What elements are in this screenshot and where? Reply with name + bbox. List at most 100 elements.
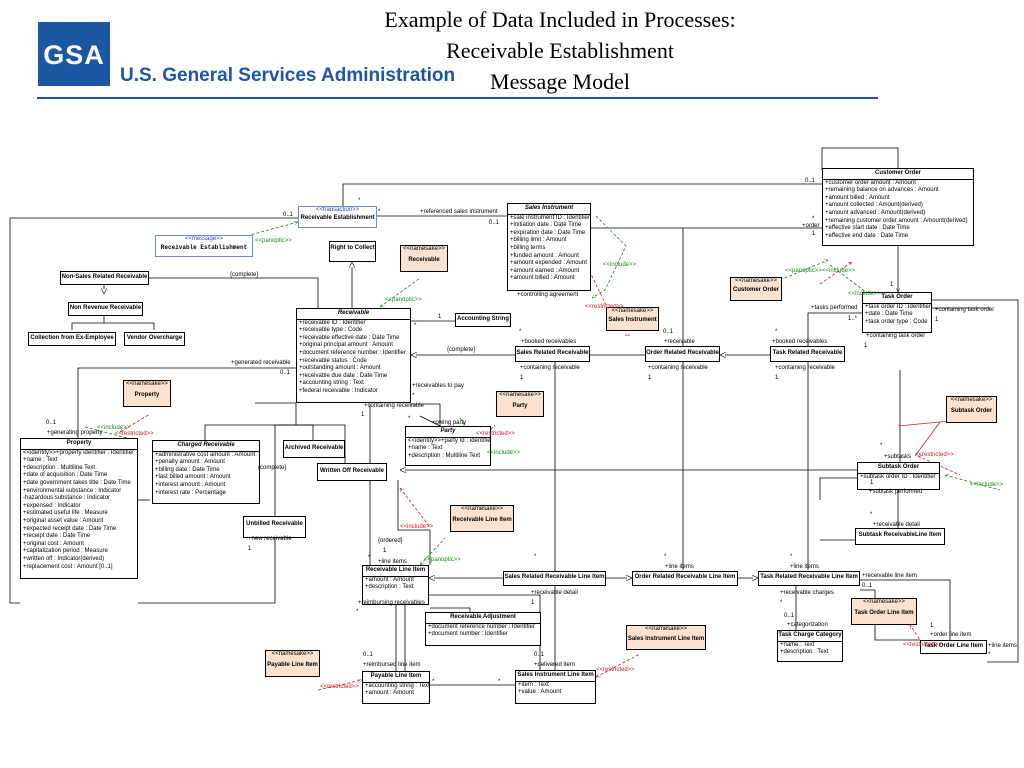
multiplicity-label: 1..* xyxy=(848,316,858,322)
stereotype-label: <<include>> xyxy=(603,262,637,268)
multiplicity-label: 1 xyxy=(383,548,387,554)
role-label: +generating property xyxy=(47,430,103,436)
class-name: Receivable Adjustment xyxy=(426,613,540,624)
class-receivable-adjustment: Receivable Adjustment +document referenc… xyxy=(425,612,541,646)
multiplicity-label: 1 xyxy=(930,623,934,629)
multiplicity-label: * xyxy=(519,329,522,335)
class-name: Sales Instrument Line Item xyxy=(516,671,595,682)
class-attr: +amount : Amount xyxy=(365,690,414,697)
class-attr: +capitalization period : Measure xyxy=(23,548,108,555)
class-name: Party xyxy=(406,427,490,438)
multiplicity-label: * xyxy=(498,679,501,685)
class-attr: +administrative cost amount : Amount xyxy=(155,451,256,458)
multiplicity-label: 0..1 xyxy=(363,652,374,658)
class-attr: +date of acquisition : Date Time xyxy=(23,472,108,479)
class-attr: +name : Text xyxy=(23,457,58,464)
class-name: Receivable xyxy=(297,309,410,320)
title-line-2: Receivable Establishment xyxy=(446,38,674,63)
class-attr: +date : Date Time xyxy=(865,311,913,318)
class-attr: +outstanding amount : Amount xyxy=(299,365,381,372)
role-label: +reimbursing receivables xyxy=(358,600,425,606)
class-attr: +written off : Indicator(derived) xyxy=(23,555,105,562)
class-name: Task Related Receivable Line Item xyxy=(760,574,858,580)
header-rule xyxy=(37,97,878,99)
class-charged-receivable: Charged Receivable +administrative cost … xyxy=(152,440,260,504)
stereotype-label: <<panoptic>> xyxy=(785,268,822,274)
class-name: Sales Related Receivable xyxy=(516,350,589,356)
class-name: Non Revenue Receivable xyxy=(69,305,142,311)
stereotype-label: <<restricted>> xyxy=(903,642,942,648)
class-attr: +value : Amount xyxy=(518,689,562,696)
role-label: +line items xyxy=(378,559,407,565)
class-attr: +effective end date : Date Time xyxy=(825,232,909,239)
class-party: Party <<identity>>+party Id : Identifier… xyxy=(405,426,491,466)
role-label: +line items xyxy=(988,643,1017,649)
multiplicity-label: 1 xyxy=(531,600,535,606)
role-label: +containing task order xyxy=(935,307,995,313)
stereotype-label: <<include>> xyxy=(848,291,882,297)
logo-text: GSA xyxy=(43,40,105,70)
class-collection-ex-employee: Collection from Ex-Employee xyxy=(28,332,116,346)
class-attr: +name : Text xyxy=(780,641,815,648)
agency-name: U.S. General Services Administration xyxy=(120,65,456,86)
class-name: Collection from Ex-Employee xyxy=(30,335,114,341)
multiplicity-label: * xyxy=(368,555,371,561)
class-task-related-receivable: Task Related Receivable xyxy=(770,346,845,362)
multiplicity-label: 0..1 xyxy=(46,420,57,426)
class-stereotype: <<namesake>> xyxy=(271,651,314,657)
class-receivable: Receivable +receivable ID : Identifier +… xyxy=(296,308,411,403)
multiplicity-label: * xyxy=(812,216,815,222)
role-label: +receivable line item xyxy=(862,573,917,579)
class-attr: +date government takes title : Date Time xyxy=(23,479,131,486)
multiplicity-label: 0..1 xyxy=(489,220,500,226)
multiplicity-label: * xyxy=(870,512,873,518)
class-attr: +receivable status : Code xyxy=(299,357,367,364)
class-name: Party xyxy=(512,402,528,409)
class-unbilled-receivable: Unbilled Receivable xyxy=(243,516,306,538)
class-name: Subtask ReceivableLine Item xyxy=(858,532,942,538)
class-attr: +environmental substance : Indicator xyxy=(23,487,122,494)
multiplicity-label: * xyxy=(775,329,778,335)
class-non-revenue-receivable: Non Revenue Receivable xyxy=(68,302,143,316)
class-name: Task Order xyxy=(863,293,931,304)
multiplicity-label: 0..1 xyxy=(534,652,545,658)
role-label: +containing receivable xyxy=(648,365,708,371)
class-order-related-receivable-line-item: Order Related Receivable Line Item xyxy=(632,571,738,586)
class-name: Customer Order xyxy=(823,169,973,180)
class-stereotype: <<namesake>> xyxy=(403,246,445,252)
class-attr: +billing limit : Amount xyxy=(510,237,567,244)
multiplicity-label: 1 xyxy=(248,546,252,552)
class-receivable-establishment: <<transaction>> Receivable Establishment xyxy=(298,206,377,228)
class-attr: +remaining customer order amount : Amoun… xyxy=(825,217,968,224)
class-written-off-receivable: Written Off Receivable xyxy=(317,463,387,481)
multiplicity-label: 1 xyxy=(870,480,874,486)
role-label: +subtask performed xyxy=(869,489,923,495)
class-task-order-line-item-namesake: <<namesake>> Task Order Line Item xyxy=(851,598,917,625)
class-receivable-line-item-namesake: <<namesake>> Receivable Line Item xyxy=(450,505,514,532)
class-sales-instrument-line-item: Sales Instrument Line Item +item : Text … xyxy=(515,670,596,704)
stereotype-label: <<restricted>> xyxy=(476,431,515,437)
class-attr: +replacement cost : Amount [0..1] xyxy=(23,563,113,570)
multiplicity-label: 1 xyxy=(775,375,779,381)
role-label: +new receivable xyxy=(248,536,292,542)
class-attr: +amount advanced : Amount(derived) xyxy=(825,209,926,216)
multiplicity-label: 1 xyxy=(812,231,816,237)
multiplicity-label: 0..1 xyxy=(784,613,795,619)
class-stereotype: <<namesake>> xyxy=(461,506,503,512)
multiplicity-label: 0..1 xyxy=(663,329,674,335)
multiplicity-label: 0..1 xyxy=(283,212,294,218)
class-attr: +customer order amount : Amount xyxy=(825,179,916,186)
class-name: Sales Instrument Line Item xyxy=(627,635,705,642)
class-accounting-string: Accounting String xyxy=(455,313,511,327)
class-attr: +interest rate : Percentage xyxy=(155,489,226,496)
stereotype-label: <<include>> xyxy=(822,268,856,274)
class-attr: +document reference number : Identifier xyxy=(428,623,535,630)
class-name: Subtask Order xyxy=(858,463,939,474)
class-stereotype: <<namesake>> xyxy=(863,599,905,605)
stereotype-label: <<panoptic>> xyxy=(424,557,461,563)
class-attr: +receivable due date : Date Time xyxy=(299,372,388,379)
class-customer-order: Customer Order +customer order amount : … xyxy=(822,168,974,246)
class-attr: +description : Multiline Text xyxy=(408,452,481,459)
class-attr: +original cost : Amount xyxy=(23,540,84,547)
class-attr: +receipt date : Date Time xyxy=(23,533,91,540)
